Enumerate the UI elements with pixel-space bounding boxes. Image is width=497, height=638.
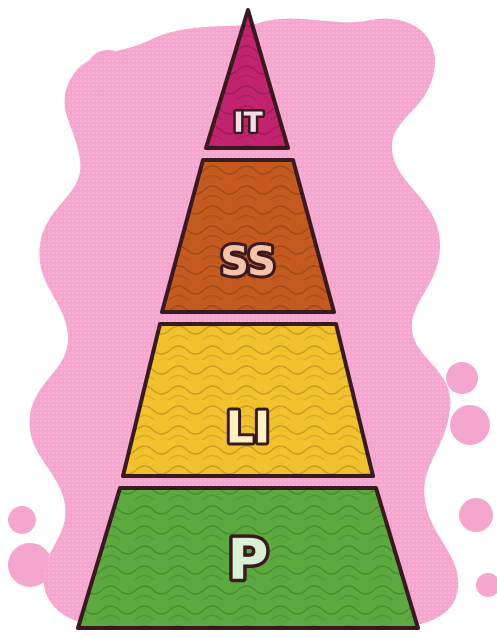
pyramid-tier-base: P	[78, 488, 418, 628]
pyramid-tier-3: LI	[123, 324, 373, 476]
tier-label-li: LI	[226, 403, 270, 454]
tier-label-p: P	[227, 528, 268, 593]
tier-label-ss: SS	[220, 239, 276, 285]
tier-label-it: IT	[233, 106, 263, 139]
